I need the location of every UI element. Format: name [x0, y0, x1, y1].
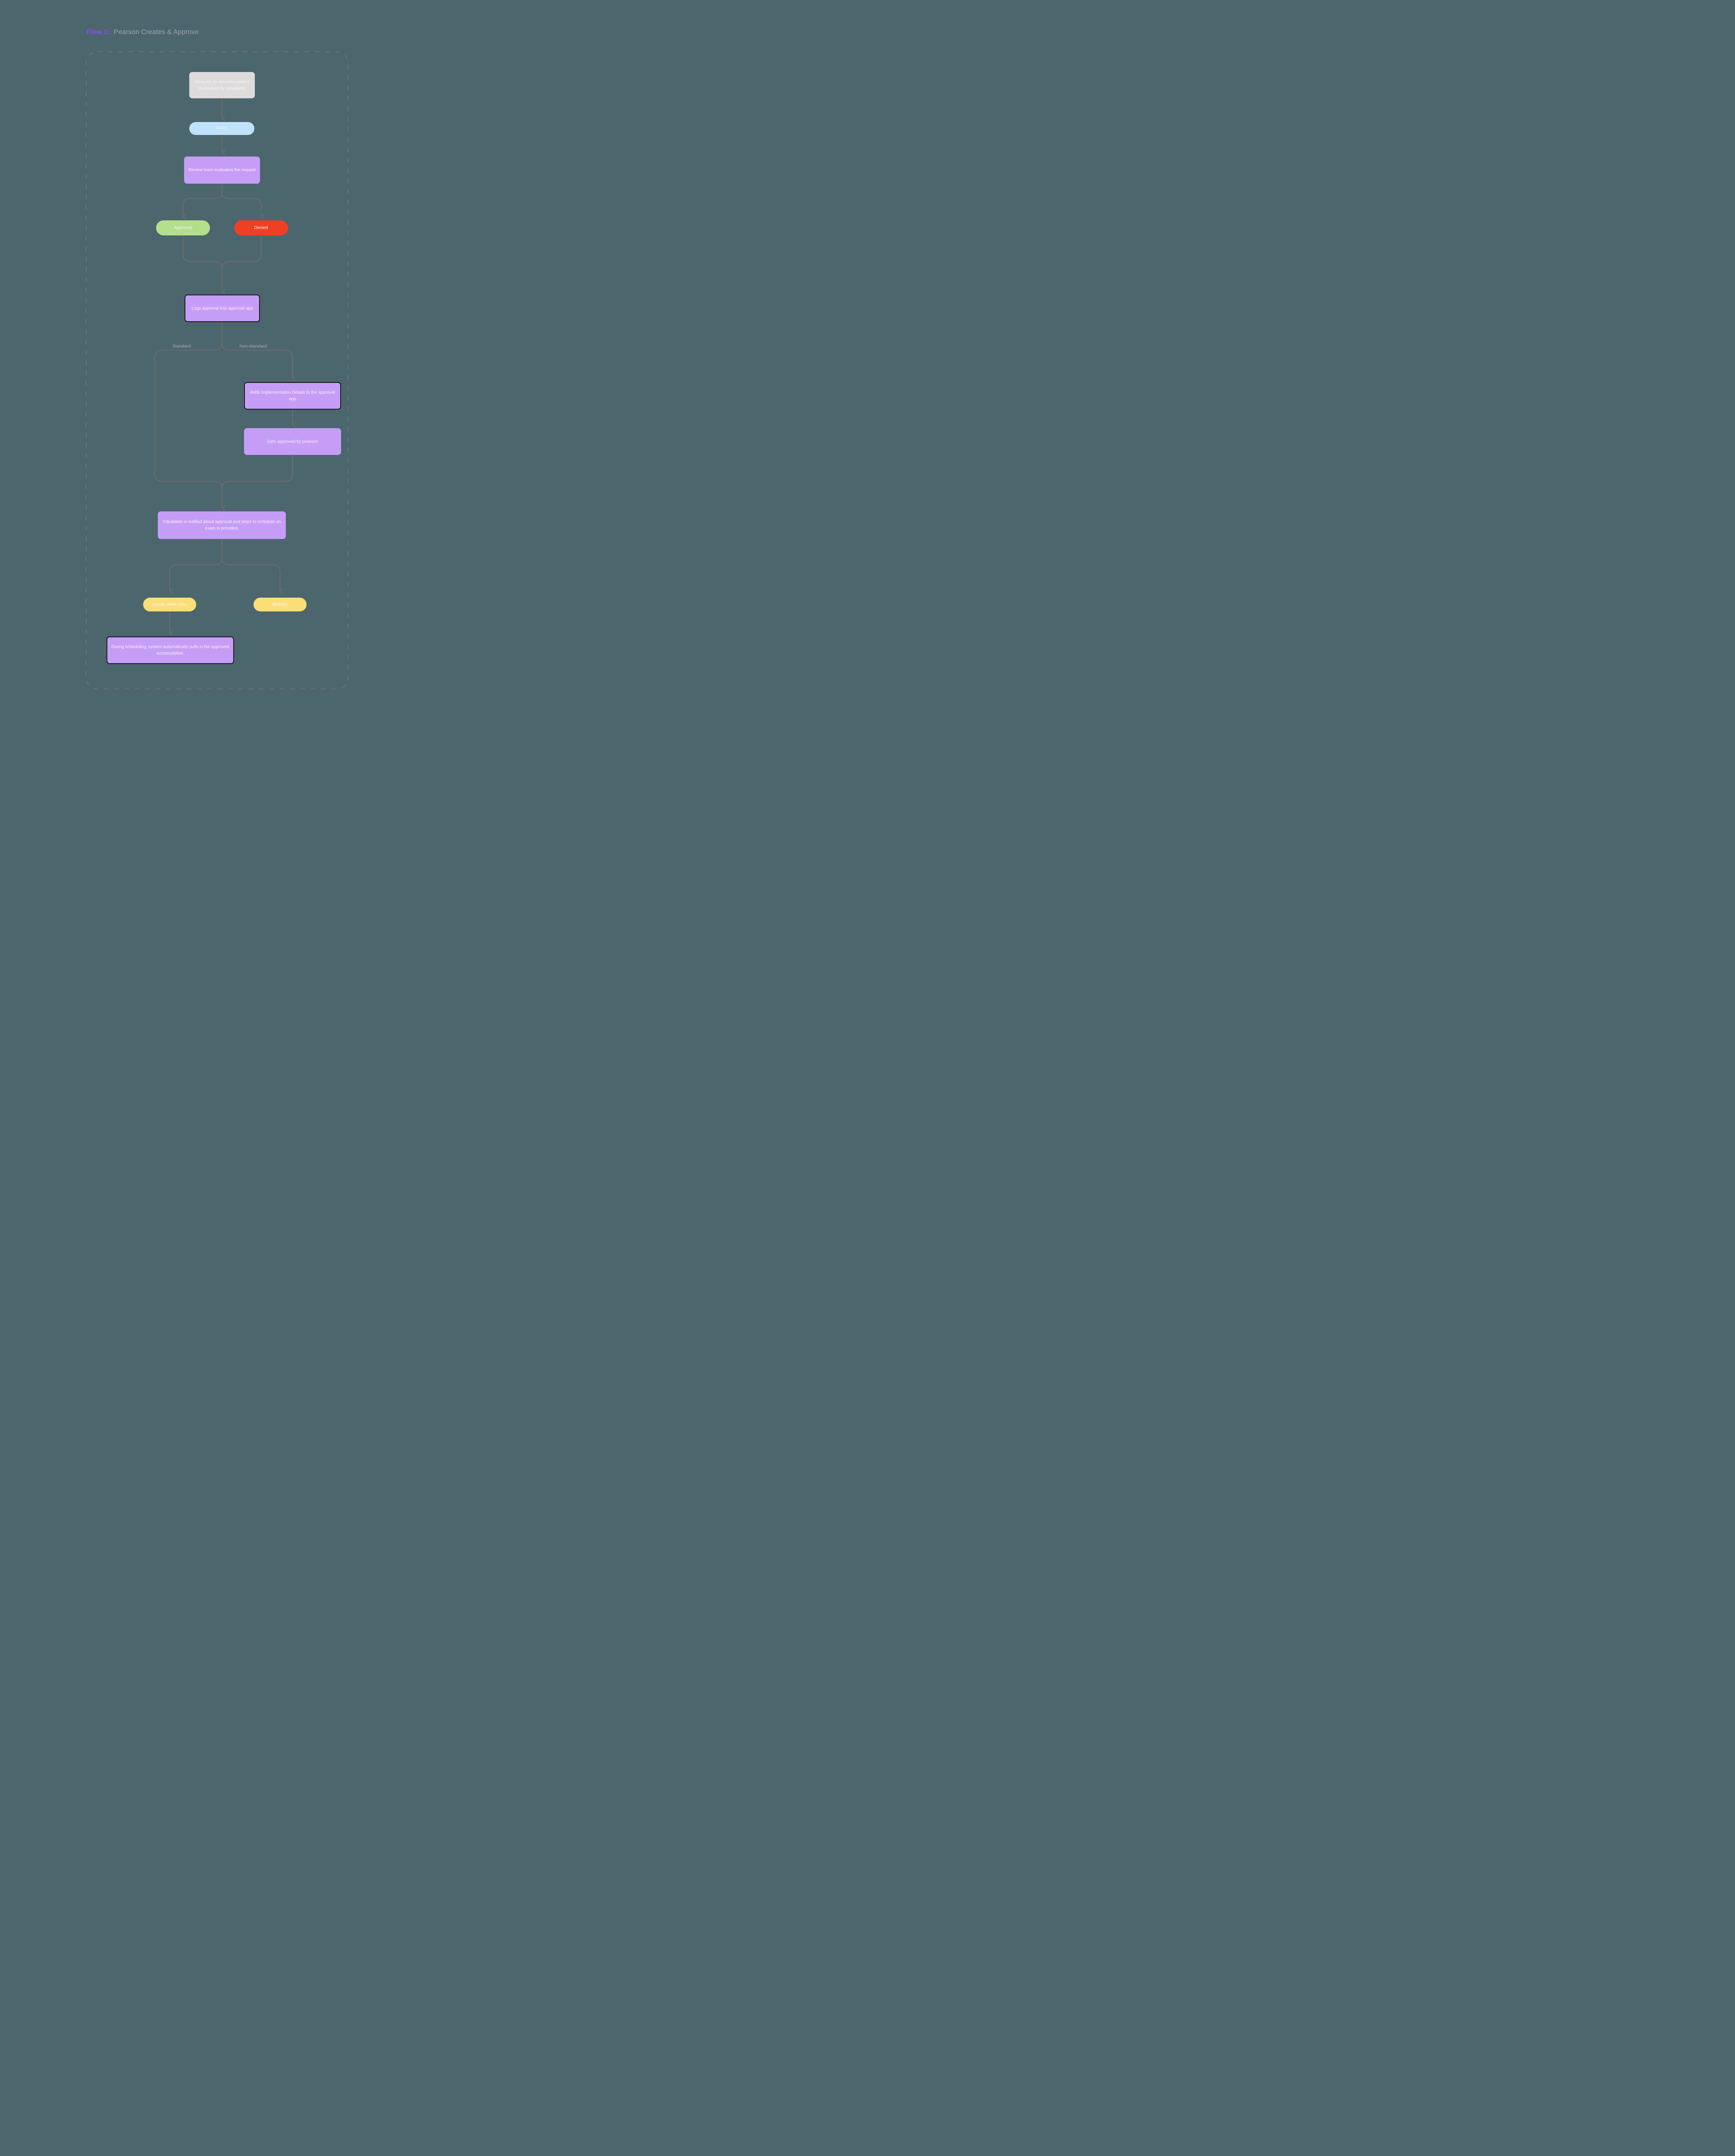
edge-label-nonstandard[interactable]: Non-standard	[239, 344, 267, 349]
node-notified[interactable]: Candidate is notified about approval and…	[158, 511, 286, 539]
node-label: During scheduling, system automatically …	[111, 645, 229, 656]
flow-title-rest: Pearson Creates & Approve	[113, 28, 199, 36]
node-request[interactable]: Request for accommodation (Submitted by …	[189, 72, 255, 98]
section-frame	[86, 51, 348, 689]
node-label: Candidate is notified about approval and…	[163, 520, 281, 531]
flow-title-prefix: Flow 1:	[86, 28, 110, 36]
node-label: Adds Implementation Details to the appro…	[250, 390, 335, 401]
node-rars[interactable]: RARS	[189, 122, 254, 135]
node-approved[interactable]: Approved	[156, 220, 210, 235]
node-global[interactable]: Global online form	[143, 598, 196, 611]
node-label: WebNG	[272, 602, 288, 607]
connector-logs-nonstandard	[222, 322, 296, 381]
connector-notified-global	[169, 539, 222, 594]
node-label: Approved	[174, 226, 192, 230]
node-label: Logs approval into approval app	[191, 306, 253, 311]
connector-review-denied	[222, 183, 264, 219]
node-final[interactable]: During scheduling, system automatically …	[106, 636, 234, 664]
connector-notified-webng	[222, 539, 283, 594]
node-webng[interactable]: WebNG	[254, 598, 307, 611]
node-label: Denied	[254, 226, 268, 230]
flow-title: Flow 1: Pearson Creates & Approve	[86, 28, 199, 36]
connector-layer	[86, 51, 348, 689]
node-review[interactable]: Review team evaluates the request	[184, 157, 260, 184]
node-label: Global online form	[152, 602, 188, 607]
node-label: RARS	[216, 126, 228, 131]
node-gets[interactable]: Gets approved by pearson	[244, 428, 341, 455]
edge-label-standard[interactable]: Standard	[172, 344, 191, 349]
connector-approved-logs	[182, 235, 225, 295]
node-logs[interactable]: Logs approval into approval app	[185, 295, 260, 322]
node-label: Review team evaluates the request	[188, 168, 256, 172]
connector-gets-notified	[222, 454, 293, 511]
connector-logs-standard-loop	[154, 322, 225, 511]
connector-review-approved	[182, 183, 222, 219]
connector-denied-logs	[222, 235, 262, 295]
canvas: Flow 1: Pearson Creates & Approve	[0, 0, 434, 740]
node-adds[interactable]: Adds Implementation Details to the appro…	[244, 382, 341, 410]
node-label: Gets approved by pearson	[267, 439, 318, 444]
node-label: Request for accommodation (Submitted by …	[195, 79, 249, 91]
node-denied[interactable]: Denied	[234, 220, 288, 235]
